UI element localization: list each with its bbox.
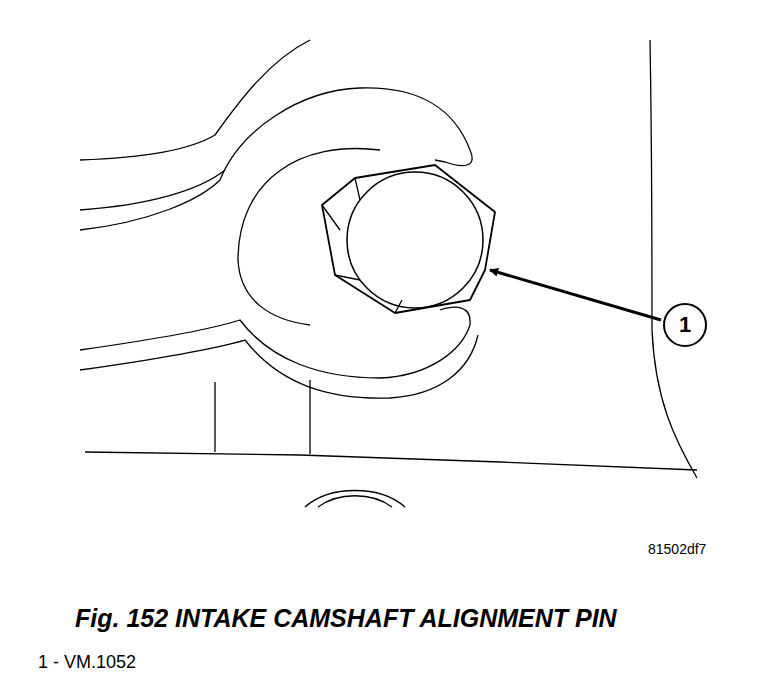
callout-number: 1 [663, 303, 707, 347]
figure-caption: Fig. 152 INTAKE CAMSHAFT ALIGNMENT PIN [75, 606, 617, 631]
figure-code: 81502df7 [648, 542, 706, 556]
callout-text: 1 [679, 314, 691, 336]
part-key: 1 - VM.1052 [38, 653, 136, 671]
